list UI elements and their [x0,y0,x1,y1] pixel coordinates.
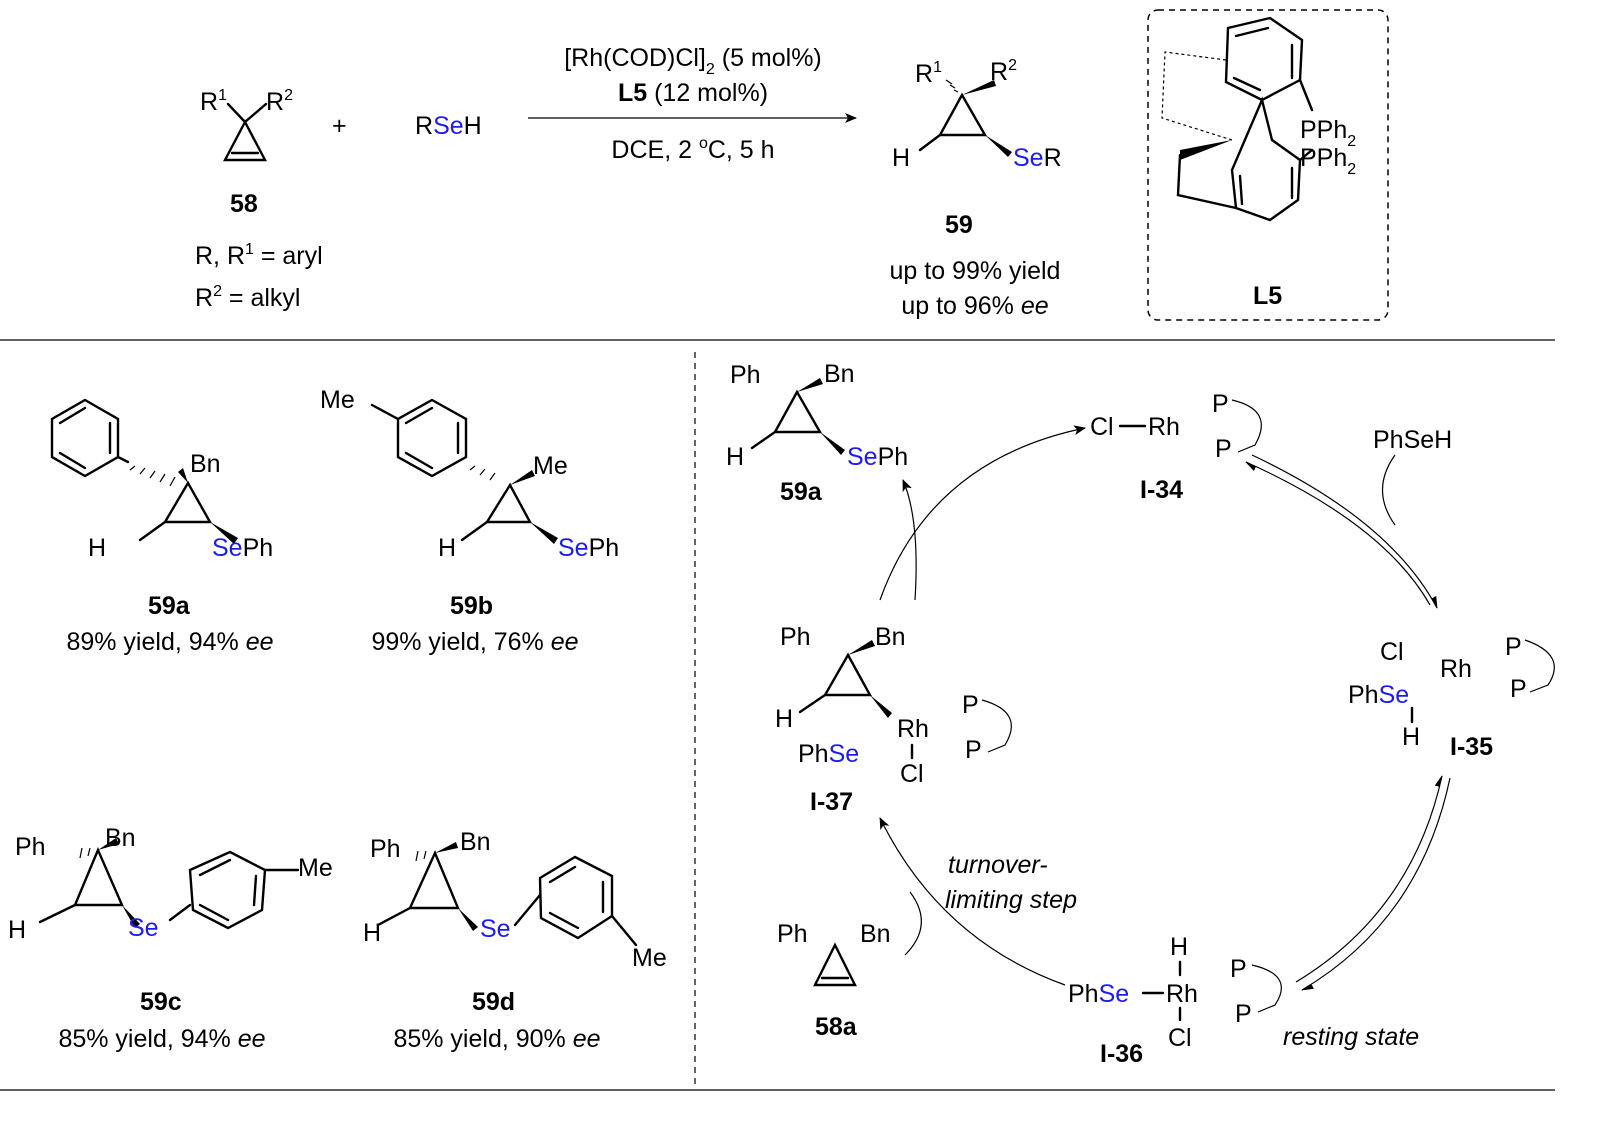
svg-text:59c: 59c [140,988,182,1016]
example-59a: Bn H SePh 59a 89% yield, 94% ee [50,398,274,656]
catalytic-cycle: Ph Bn H SePh 59a Cl Rh P P I-34 PhSeH Cl… [726,360,1555,1068]
svg-text:PPh2: PPh2 [1300,144,1356,178]
svg-text:P: P [1230,955,1247,983]
svg-text:H: H [1170,933,1188,961]
svg-text:R1: R1 [915,59,942,88]
svg-text:P: P [1212,390,1229,418]
svg-text:P: P [1215,435,1232,463]
example-59c: Ph Bn H Se Me 59c 85% yield, 94% ee [8,824,333,1053]
svg-text:H: H [775,705,793,733]
svg-text:SePh: SePh [847,443,908,471]
svg-text:Rh: Rh [1166,980,1198,1008]
svg-text:H: H [88,534,106,562]
svg-text:I-36: I-36 [1100,1040,1143,1068]
svg-text:Cl: Cl [1168,1024,1192,1052]
svg-text:85% yield, 94% ee: 85% yield, 94% ee [58,1025,265,1053]
example-59d: Ph Bn H Se Me 59d 85% yield, 90% ee [363,828,667,1053]
svg-text:SePh: SePh [212,534,273,562]
ee-text: up to 96% ee [901,292,1048,320]
svg-text:Bn: Bn [190,450,221,478]
svg-text:I-37: I-37 [810,788,853,816]
svg-text:Rh: Rh [1148,413,1180,441]
svg-text:Ph: Ph [370,835,401,863]
svg-text:59a: 59a [148,592,191,620]
svg-text:Bn: Bn [875,623,906,651]
svg-text:59b: 59b [450,592,493,620]
plus-sign: + [332,112,347,140]
svg-text:P: P [1235,1000,1252,1028]
svg-text:H: H [1402,723,1420,751]
svg-text:Cl: Cl [1380,638,1404,666]
yield-text: up to 99% yield [890,257,1061,285]
svg-text:Me: Me [320,386,355,414]
i34-cl: Cl [1090,413,1114,441]
substituent-note: R2 = alkyl [195,283,300,312]
catalyst-text: [Rh(COD)Cl]2 (5 mol%) [564,44,822,78]
ligand-text: L5 (12 mol%) [618,79,768,107]
reagent-rseh: RSeH [415,112,482,140]
ligand-label: L5 [1253,282,1282,310]
svg-text:SePh: SePh [558,534,619,562]
svg-text:H: H [8,916,26,944]
reagent-phseh: PhSeH [1373,426,1452,454]
compound-58: R1 R2 58 R, R1 = aryl R2 = alkyl [195,87,323,312]
svg-text:85% yield, 90% ee: 85% yield, 90% ee [393,1025,600,1053]
svg-text:H: H [726,443,744,471]
svg-text:H: H [892,144,910,172]
svg-text:Me: Me [533,452,568,480]
conditions-text: DCE, 2 oC, 5 h [611,135,774,164]
svg-text:Rh: Rh [897,715,929,743]
resting-state-note: resting state [1283,1023,1419,1051]
svg-text:58a: 58a [815,1013,858,1041]
svg-text:limiting step: limiting step [945,886,1077,914]
svg-text:Bn: Bn [105,824,136,852]
svg-text:PPh2: PPh2 [1300,116,1356,150]
svg-text:59a: 59a [780,478,823,506]
svg-text:PhSe: PhSe [1068,980,1129,1008]
substituent-note: R, R1 = aryl [195,241,323,270]
svg-text:P: P [1510,675,1527,703]
svg-text:P: P [1505,633,1522,661]
svg-text:99% yield, 76% ee: 99% yield, 76% ee [371,628,578,656]
svg-text:59d: 59d [472,988,515,1016]
compound-label: 58 [230,190,258,218]
svg-text:Ph: Ph [15,833,46,861]
svg-text:R1: R1 [200,87,227,116]
svg-text:89% yield, 94% ee: 89% yield, 94% ee [66,628,273,656]
svg-text:Se: Se [480,915,511,943]
example-59b: Me Me H SePh 59b 99% yield, 76% ee [320,386,619,656]
svg-text:I-35: I-35 [1450,733,1493,761]
svg-text:H: H [363,919,381,947]
svg-text:SeR: SeR [1013,144,1062,172]
svg-text:Rh: Rh [1440,655,1472,683]
svg-text:Ph: Ph [777,920,808,948]
svg-text:P: P [965,736,982,764]
svg-text:Bn: Bn [460,828,491,856]
svg-text:P: P [962,691,979,719]
svg-text:Cl: Cl [900,760,924,788]
compound-label: 59 [945,211,973,239]
svg-text:Ph: Ph [780,623,811,651]
svg-text:Me: Me [298,854,333,882]
svg-text:turnover-: turnover- [948,851,1048,879]
svg-text:PhSe: PhSe [1348,681,1409,709]
svg-text:PhSe: PhSe [798,740,859,768]
svg-text:Se: Se [128,914,159,942]
svg-text:Ph: Ph [730,361,761,389]
compound-59: R1 R2 H SeR 59 up to 99% yield up to 96%… [890,57,1062,320]
svg-text:Me: Me [632,944,667,972]
svg-text:Bn: Bn [824,360,855,388]
svg-text:Bn: Bn [860,920,891,948]
svg-text:H: H [438,534,456,562]
ligand-l5-box: PPh2 PPh2 L5 [1147,9,1389,321]
svg-text:R2: R2 [990,57,1017,86]
svg-text:I-34: I-34 [1140,476,1183,504]
svg-text:R2: R2 [266,87,293,116]
